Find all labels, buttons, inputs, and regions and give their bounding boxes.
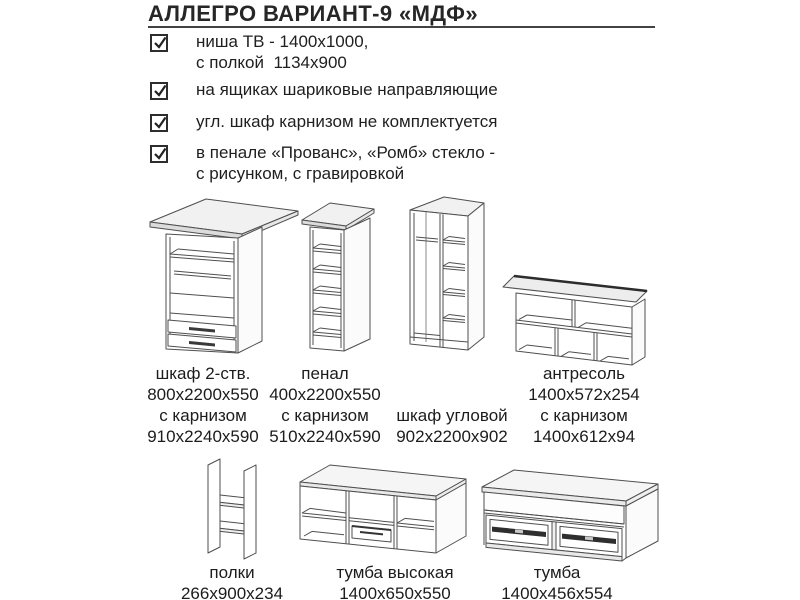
figure-label-line: 910х2240х590 — [147, 427, 259, 446]
figure-label-line: 266х900х234 — [180, 584, 284, 600]
checked-checkbox-icon — [150, 145, 168, 163]
tumba-figure — [474, 457, 674, 571]
antresol-label: антресоль 1400х572х254 с карнизом 1400х6… — [498, 363, 670, 447]
tumba-high-figure — [294, 454, 479, 566]
figure-label-line: 800х2200х550 — [147, 385, 259, 404]
feature-item: угл. шкаф карнизом не комплектуется — [196, 111, 497, 132]
feature-line: в пенале «Прованс», «Ромб» стекло - — [196, 143, 496, 162]
figure-label-line: антресоль — [542, 364, 626, 383]
figure-label-line: 510х2240х590 — [269, 427, 381, 446]
page-title: АЛЛЕГРО ВАРИАНТ-9 «МДФ» — [148, 1, 478, 26]
feature-line: на ящиках шариковые направляющие — [196, 80, 498, 99]
shelves-label: полки 266х900х234 — [157, 562, 307, 600]
figure-label-line: с карнизом — [540, 406, 628, 425]
feature-item: ниша ТВ - 1400х1000, с полкой 1134х900 — [196, 31, 368, 73]
figure-label-line: тумба — [533, 563, 581, 582]
checked-checkbox-icon — [150, 82, 168, 100]
feature-item: в пенале «Прованс», «Ромб» стекло - с ри… — [196, 142, 495, 184]
figure-label-line: тумба высокая — [336, 563, 454, 582]
tumba-high-label: тумба высокая 1400х650х550 — [305, 562, 485, 600]
tumba-label: тумба 1400х456х554 — [467, 562, 647, 600]
figure-label-line: с карнизом — [159, 406, 247, 425]
figure-label-line: 1400х612х94 — [532, 427, 636, 446]
feature-line: угл. шкаф карнизом не комплектуется — [196, 112, 498, 131]
figure-label-line: шкаф угловой — [396, 406, 508, 425]
figure-label-line: полки — [209, 563, 255, 582]
figure-label-line: 1400х650х550 — [339, 584, 451, 600]
antresol-figure — [501, 257, 653, 369]
figure-label-line: 1400х456х554 — [501, 584, 613, 600]
figure-label-line: шкаф 2-ств. — [155, 364, 251, 383]
wardrobe-2-door-figure — [146, 192, 304, 362]
feature-item: на ящиках шариковые направляющие — [196, 79, 498, 100]
figure-label-line: 1400х572х254 — [528, 385, 640, 404]
feature-line: с полкой 1134х900 — [196, 53, 347, 72]
title-rule — [148, 26, 655, 28]
figure-label-line: 400х2200х550 — [269, 385, 381, 404]
penal-label: пенал 400х2200х550 с карнизом 510х2240х5… — [245, 363, 405, 447]
corner-wardrobe-figure — [394, 190, 522, 365]
feature-line: ниша ТВ - 1400х1000, — [196, 32, 369, 51]
figure-label-line: 902х2200х902 — [396, 427, 508, 446]
wardrobe-2-door-label: шкаф 2-ств. 800х2200х550 с карнизом 910х… — [115, 363, 291, 447]
figure-label-line: с карнизом — [281, 406, 369, 425]
shelves-figure — [190, 455, 290, 567]
checked-checkbox-icon — [150, 114, 168, 132]
feature-line: с рисунком, с гравировкой — [196, 164, 405, 183]
penal-figure — [294, 190, 402, 362]
figure-label-line: пенал — [301, 364, 349, 383]
corner-wardrobe-label: шкаф угловой 902х2200х902 — [372, 405, 532, 447]
checked-checkbox-icon — [150, 34, 168, 52]
